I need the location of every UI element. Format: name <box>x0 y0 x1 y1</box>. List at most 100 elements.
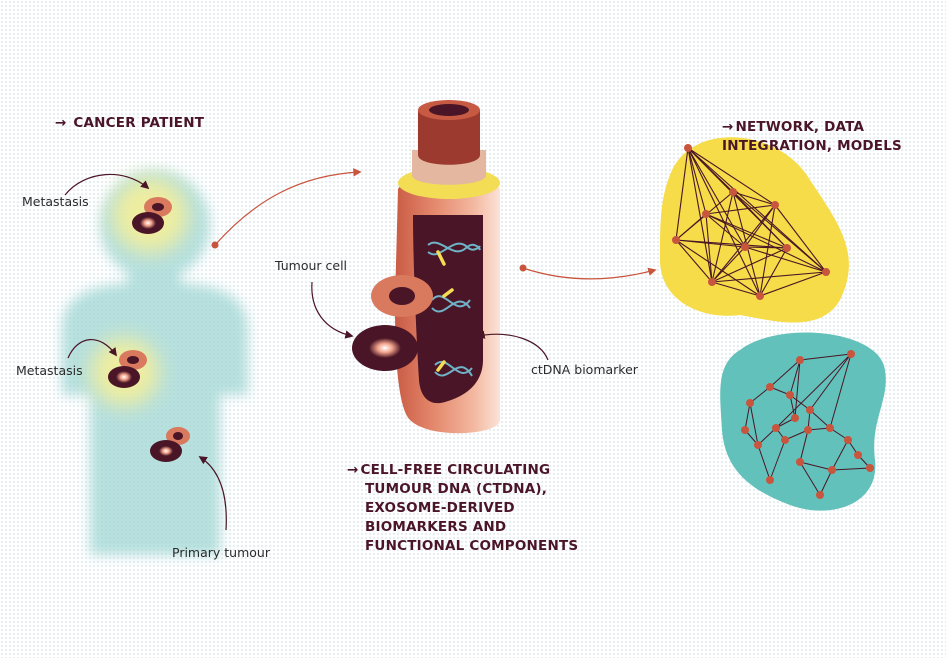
network-yellow-node <box>684 144 692 152</box>
network-yellow-edge <box>711 271 827 283</box>
network-yellow-edge <box>759 204 776 297</box>
network-teal-edge <box>831 467 871 471</box>
pointer-primary-tumour <box>198 456 227 531</box>
network-teal-edge <box>784 429 809 441</box>
circulating-tumour-cell-light <box>371 275 433 317</box>
heading-cancer-patient-text: CANCER PATIENT <box>73 115 205 131</box>
network-teal-node <box>766 383 774 391</box>
network-teal-edge <box>744 402 751 431</box>
label-ctdna-biomarker: ctDNA biomarker <box>531 362 638 377</box>
network-teal-node <box>866 464 874 472</box>
label-metastasis-chest: Metastasis <box>16 363 83 378</box>
network-teal-edge <box>799 429 809 463</box>
network-teal-edge <box>757 444 771 481</box>
network-teal-edge <box>809 409 831 429</box>
network-yellow-edge <box>705 204 776 215</box>
network-teal-edge <box>829 353 852 429</box>
network-yellow-node <box>708 278 716 286</box>
network-yellow-edge <box>687 147 707 215</box>
network-yellow-node <box>672 236 680 244</box>
label-tumour-cell: Tumour cell <box>275 258 348 273</box>
network-yellow-edge <box>687 147 746 248</box>
network-yellow-edge <box>705 213 713 283</box>
blood-vessel <box>395 100 500 434</box>
network-yellow-edge <box>774 204 827 273</box>
pointer-metastasis-head <box>64 173 150 196</box>
heading-arrow: → <box>55 115 67 131</box>
network-teal-edge <box>809 353 852 411</box>
network-yellow-node <box>822 268 830 276</box>
heading-cfdna-line-3: EXOSOME-DERIVED <box>365 500 515 516</box>
network-teal-node <box>754 441 762 449</box>
network-teal-edge <box>799 461 821 496</box>
network-teal-edge <box>769 439 786 481</box>
network-yellow-edge <box>675 147 689 241</box>
network-teal-edge <box>775 353 852 429</box>
flow-arrow-patient-to-vessel <box>214 168 362 246</box>
network-yellow-node <box>702 210 710 218</box>
network-yellow-edge <box>711 191 734 283</box>
network-teal-node <box>791 414 799 422</box>
network-teal-node <box>854 451 862 459</box>
network-teal-edge <box>799 461 833 471</box>
network-yellow-node <box>741 243 749 251</box>
network-teal-edge <box>789 359 801 396</box>
network-teal-node <box>796 356 804 364</box>
network-yellow-edge <box>675 213 707 241</box>
network-yellow-edge <box>687 147 827 273</box>
network-teal-edge <box>789 394 811 411</box>
network-teal-edge <box>749 386 771 404</box>
network-yellow-edge <box>687 147 776 206</box>
network-teal-edge <box>799 353 852 361</box>
network-yellow-edge <box>675 239 788 249</box>
heading-cancer-patient: → CANCER PATIENT <box>55 114 204 133</box>
network-yellow-edge <box>744 246 788 249</box>
label-primary-tumour: Primary tumour <box>172 545 270 560</box>
tumour-cell-primary <box>150 427 190 462</box>
network-teal-node <box>746 399 754 407</box>
ctdna-markers <box>436 250 454 372</box>
heading-cfdna-line-2: TUMOUR DNA (CTDNA), <box>365 481 548 497</box>
network-teal-edge <box>757 427 777 446</box>
network-teal-edge <box>794 359 801 419</box>
network-yellow-edge <box>705 213 827 273</box>
network-yellow-node <box>756 292 764 300</box>
network-yellow-edge <box>711 281 761 297</box>
network-yellow-edge <box>732 191 776 206</box>
network-teal-edge <box>831 439 849 471</box>
network-teal-node <box>828 466 836 474</box>
network-yellow-edge <box>744 204 776 248</box>
network-yellow-edge <box>732 191 788 249</box>
heading-cfdna-line-5: FUNCTIONAL COMPONENTS <box>365 538 579 554</box>
network-teal-node <box>826 424 834 432</box>
network-yellow-node <box>783 244 791 252</box>
network-teal-node <box>781 436 789 444</box>
flow-arrow-vessel-to-network <box>522 267 657 280</box>
pointer-tumour-cell <box>311 281 354 339</box>
network-teal-nodes <box>741 350 874 499</box>
network-yellow-edges <box>675 147 827 297</box>
network-teal-node <box>806 406 814 414</box>
network-yellow-node <box>729 188 737 196</box>
network-yellow-edge <box>705 213 788 249</box>
network-yellow-node <box>771 201 779 209</box>
network-teal-node <box>741 426 749 434</box>
heading-arrow: → <box>347 462 359 478</box>
vessel-interior <box>413 215 483 404</box>
network-teal-node <box>786 391 794 399</box>
heading-network-line-1: NETWORK, DATA <box>735 119 865 135</box>
circulating-tumour-cell-dark <box>352 325 418 371</box>
network-teal-edge <box>769 359 801 388</box>
network-teal-node <box>847 350 855 358</box>
network-teal-node <box>772 424 780 432</box>
network-yellow-edge <box>732 191 827 273</box>
network-yellow-edge <box>675 239 761 297</box>
network-teal-node <box>844 436 852 444</box>
network-yellow-edge <box>759 271 827 297</box>
patient-silhouette <box>62 170 248 555</box>
tumour-cell-head <box>132 197 172 234</box>
network-yellow-nodes <box>672 144 830 300</box>
heading-cfdna: →CELL-FREE CIRCULATING TUMOUR DNA (CTDNA… <box>347 461 578 556</box>
network-teal-edge <box>819 469 833 496</box>
label-metastasis-head: Metastasis <box>22 194 89 209</box>
